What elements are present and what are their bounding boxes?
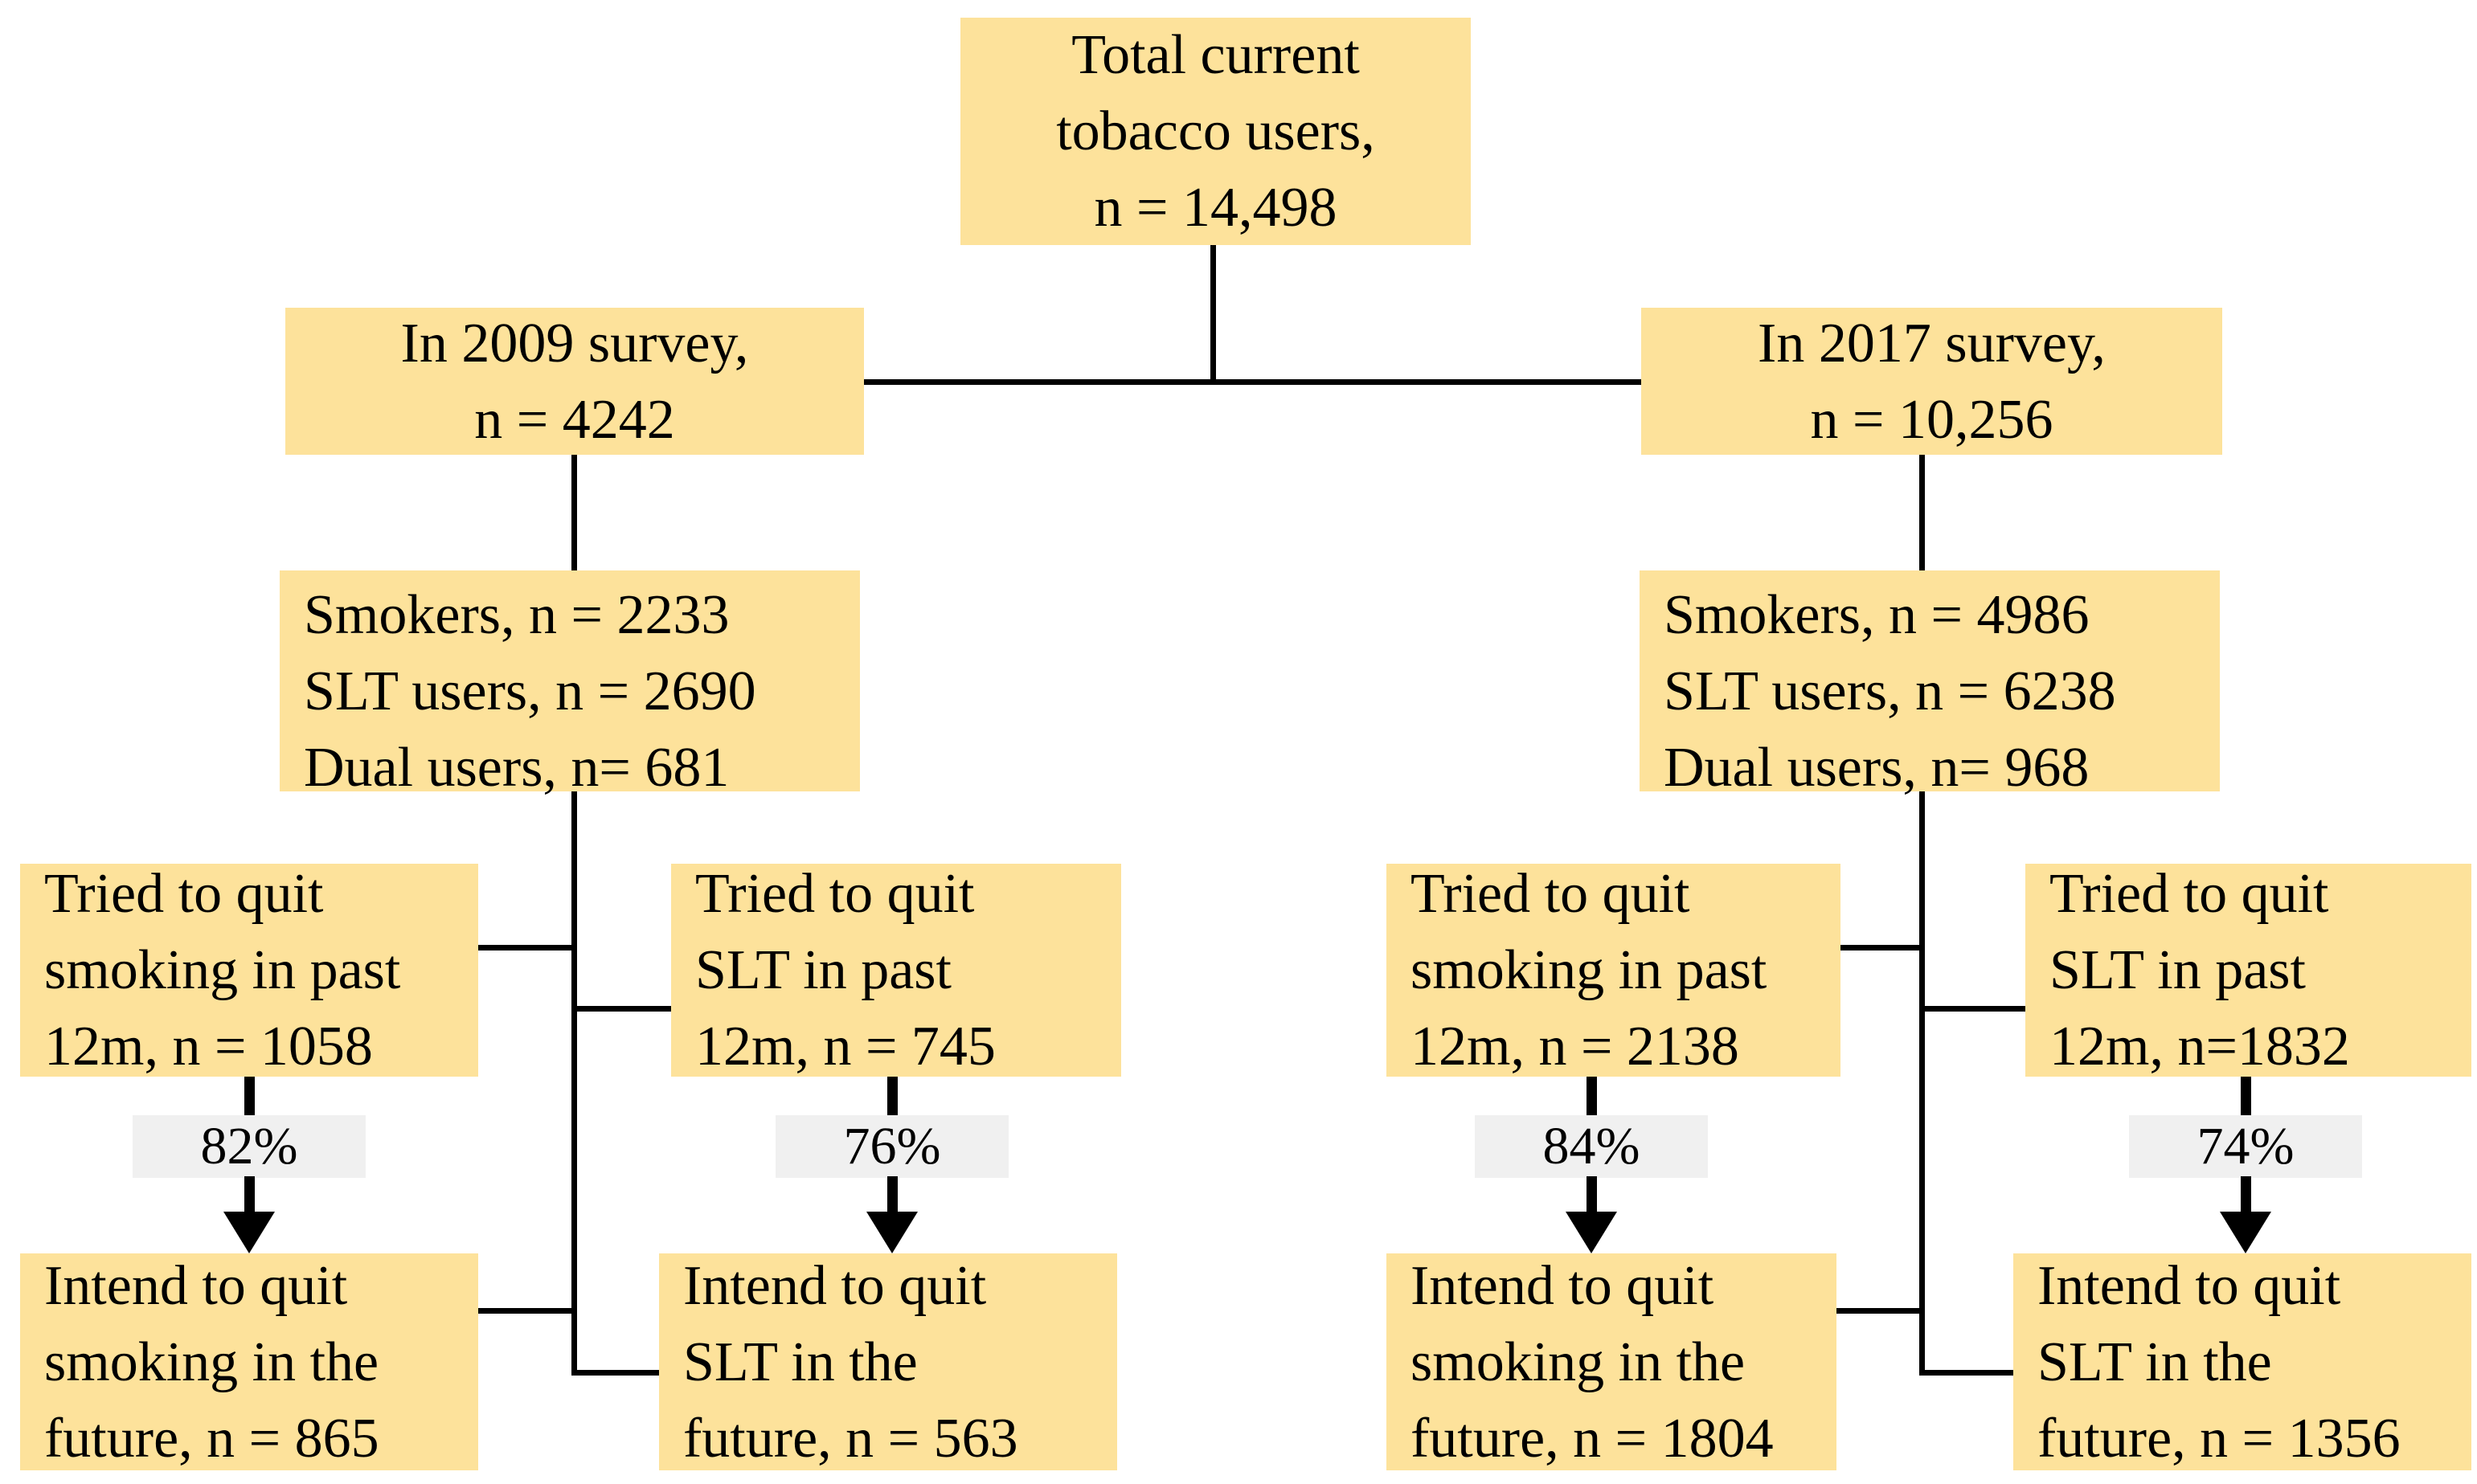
text-line: n = 10,256 bbox=[1810, 388, 2053, 451]
box-breakdown-2009: Smokers, n = 2233 SLT users, n = 2690 Du… bbox=[280, 570, 860, 799]
text-line: SLT in the bbox=[2037, 1331, 2272, 1393]
connector-2017-spine bbox=[1919, 790, 1925, 1376]
arrow-shaft bbox=[244, 1176, 255, 1215]
text-line: Tried to quit bbox=[695, 863, 975, 925]
text-line: SLT users, n = 2690 bbox=[304, 660, 756, 722]
box-intend-slt-2017: Intend to quit SLT in the future, n = 13… bbox=[2013, 1253, 2471, 1470]
text-line: 12m, n=1832 bbox=[2049, 1016, 2350, 1077]
text-line: Intend to quit bbox=[2037, 1254, 2341, 1317]
arrow-shaft bbox=[887, 1176, 898, 1215]
arrow-shaft bbox=[1587, 1176, 1597, 1215]
arrow-shaft bbox=[2241, 1077, 2251, 1118]
connector-2017-stem bbox=[1919, 452, 1925, 573]
percent-label-slt-2017: 74% bbox=[2129, 1115, 2362, 1178]
text-line: smoking in the bbox=[44, 1331, 379, 1393]
text-line: In 2017 survey, bbox=[1758, 312, 2106, 374]
text-line: smoking in the bbox=[1410, 1331, 1746, 1393]
connector-intend-smoking-2017 bbox=[1835, 1308, 1921, 1314]
percent-label-slt-2009: 76% bbox=[776, 1115, 1009, 1178]
text-line: 12m, n = 1058 bbox=[44, 1016, 373, 1077]
text-line: SLT in past bbox=[695, 939, 952, 1001]
box-breakdown-2017: Smokers, n = 4986 SLT users, n = 6238 Du… bbox=[1640, 570, 2220, 799]
connector-2009-stem bbox=[571, 452, 577, 573]
box-intend-slt-2009: Intend to quit SLT in the future, n = 56… bbox=[659, 1253, 1117, 1470]
box-tried-slt-2017: Tried to quit SLT in past 12m, n=1832 bbox=[2025, 863, 2471, 1077]
text-line: Smokers, n = 4986 bbox=[1664, 584, 2090, 646]
box-intend-smoking-2009: Intend to quit smoking in the future, n … bbox=[20, 1253, 478, 1470]
down-arrowhead-icon bbox=[1566, 1212, 1617, 1253]
text-line: future, n = 865 bbox=[44, 1407, 379, 1470]
connector-tried-smoking-2009 bbox=[477, 945, 573, 950]
text-line: smoking in past bbox=[44, 939, 401, 1001]
text-line: SLT in past bbox=[2049, 939, 2306, 1001]
text-line: Tried to quit bbox=[1410, 863, 1690, 925]
text-line: Smokers, n = 2233 bbox=[304, 584, 730, 646]
box-intend-smoking-2017: Intend to quit smoking in the future, n … bbox=[1386, 1253, 1836, 1470]
text-line: n = 14,498 bbox=[1094, 177, 1337, 239]
text-line: smoking in past bbox=[1410, 939, 1767, 1001]
text-line: 12m, n = 2138 bbox=[1410, 1016, 1739, 1077]
text-line: Dual users, n= 968 bbox=[1664, 737, 2090, 799]
text-line: n = 4242 bbox=[474, 388, 675, 451]
connector-intend-slt-2009 bbox=[575, 1370, 661, 1376]
text-line: future, n = 1804 bbox=[1410, 1407, 1774, 1470]
connector-intend-smoking-2009 bbox=[477, 1308, 573, 1314]
box-tried-slt-2009: Tried to quit SLT in past 12m, n = 745 bbox=[671, 863, 1121, 1077]
text-line: Tried to quit bbox=[44, 863, 324, 925]
text-line: SLT users, n = 6238 bbox=[1664, 660, 2116, 722]
text-line: tobacco users, bbox=[1056, 100, 1375, 162]
text-line: Intend to quit bbox=[1410, 1254, 1714, 1317]
connector-intend-slt-2017 bbox=[1923, 1370, 2015, 1376]
arrow-shaft bbox=[887, 1077, 898, 1118]
down-arrowhead-icon bbox=[2220, 1212, 2271, 1253]
connector-year-split bbox=[864, 379, 1643, 385]
box-tried-smoking-2009: Tried to quit smoking in past 12m, n = 1… bbox=[20, 863, 478, 1077]
arrow-shaft bbox=[244, 1077, 255, 1118]
text-line: Tried to quit bbox=[2049, 863, 2329, 925]
connector-total-stem bbox=[1210, 243, 1216, 384]
text-line: future, n = 1356 bbox=[2037, 1407, 2401, 1470]
text-line: Intend to quit bbox=[683, 1254, 987, 1317]
arrow-shaft bbox=[1587, 1077, 1597, 1118]
percent-label-smoking-2017: 84% bbox=[1475, 1115, 1708, 1178]
box-survey-2017: In 2017 survey, n = 10,256 bbox=[1641, 308, 2222, 455]
connector-tried-slt-2017 bbox=[1923, 1006, 2027, 1012]
connector-tried-smoking-2017 bbox=[1839, 945, 1921, 950]
down-arrowhead-icon bbox=[223, 1212, 275, 1253]
text-line: In 2009 survey, bbox=[400, 312, 749, 374]
percent-label-smoking-2009: 82% bbox=[133, 1115, 366, 1178]
text-line: Dual users, n= 681 bbox=[304, 737, 730, 799]
box-survey-2009: In 2009 survey, n = 4242 bbox=[285, 308, 864, 455]
text-line: Total current bbox=[1071, 24, 1360, 86]
box-total-tobacco-users: Total current tobacco users, n = 14,498 bbox=[960, 18, 1471, 245]
arrow-shaft bbox=[2241, 1176, 2251, 1215]
text-line: Intend to quit bbox=[44, 1254, 348, 1317]
connector-2009-spine bbox=[571, 790, 577, 1376]
text-line: 12m, n = 745 bbox=[695, 1016, 996, 1077]
connector-tried-slt-2009 bbox=[575, 1006, 673, 1012]
text-line: SLT in the bbox=[683, 1331, 918, 1393]
text-line: future, n = 563 bbox=[683, 1407, 1018, 1470]
box-tried-smoking-2017: Tried to quit smoking in past 12m, n = 2… bbox=[1386, 863, 1840, 1077]
down-arrowhead-icon bbox=[866, 1212, 918, 1253]
